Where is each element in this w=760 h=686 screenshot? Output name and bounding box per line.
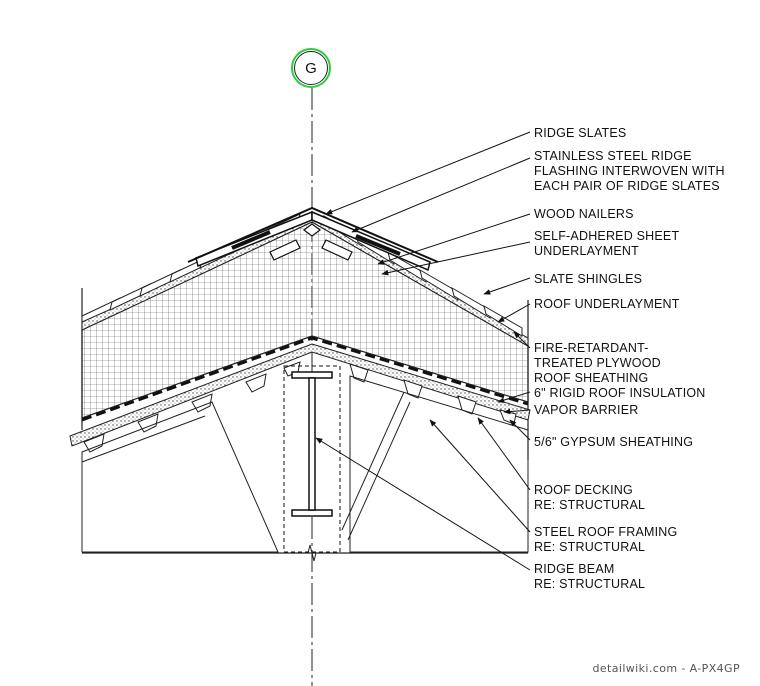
steel-roof-framing <box>81 375 529 553</box>
label-roof-underlayment: ROOF UNDERLAYMENT <box>534 297 680 311</box>
callout-labels: RIDGE SLATES STAINLESS STEEL RIDGE FLASH… <box>534 126 728 591</box>
watermark: detailwiki.com - A-PX4GP <box>592 662 740 675</box>
roof-decking-flutes-right <box>349 363 517 425</box>
ridge-slates <box>187 206 439 272</box>
section-marker: G <box>291 48 331 88</box>
break-line <box>300 544 324 562</box>
label-vapor-barrier: VAPOR BARRIER <box>534 403 638 417</box>
label-plywood-sheathing: FIRE-RETARDANT- TREATED PLYWOOD ROOF SHE… <box>534 341 665 385</box>
label-stainless-ridge-flashing: STAINLESS STEEL RIDGE FLASHING INTERWOVE… <box>534 149 728 193</box>
label-ridge-beam: RIDGE BEAM RE: STRUCTURAL <box>534 562 645 591</box>
label-self-adhered-underlayment: SELF-ADHERED SHEET UNDERLAYMENT <box>534 229 683 258</box>
label-roof-decking: ROOF DECKING RE: STRUCTURAL <box>534 483 645 512</box>
label-steel-roof-framing: STEEL ROOF FRAMING RE: STRUCTURAL <box>534 525 681 554</box>
label-ridge-slates: RIDGE SLATES <box>534 126 626 140</box>
wood-nailers <box>269 223 353 261</box>
leader-lines <box>315 131 531 571</box>
ridge-beam <box>283 365 341 553</box>
label-wood-nailers: WOOD NAILERS <box>534 207 634 221</box>
label-slate-shingles: SLATE SHINGLES <box>534 272 642 286</box>
section-marker-ring <box>291 48 331 88</box>
label-gypsum-sheathing: 5/6" GYPSUM SHEATHING <box>534 435 693 449</box>
section-marker-letter: G <box>305 60 317 77</box>
label-rigid-insulation: 6" RIGID ROOF INSULATION <box>534 386 706 400</box>
gypsum-deck-band <box>69 343 531 447</box>
vapor-barrier-line <box>81 336 529 422</box>
